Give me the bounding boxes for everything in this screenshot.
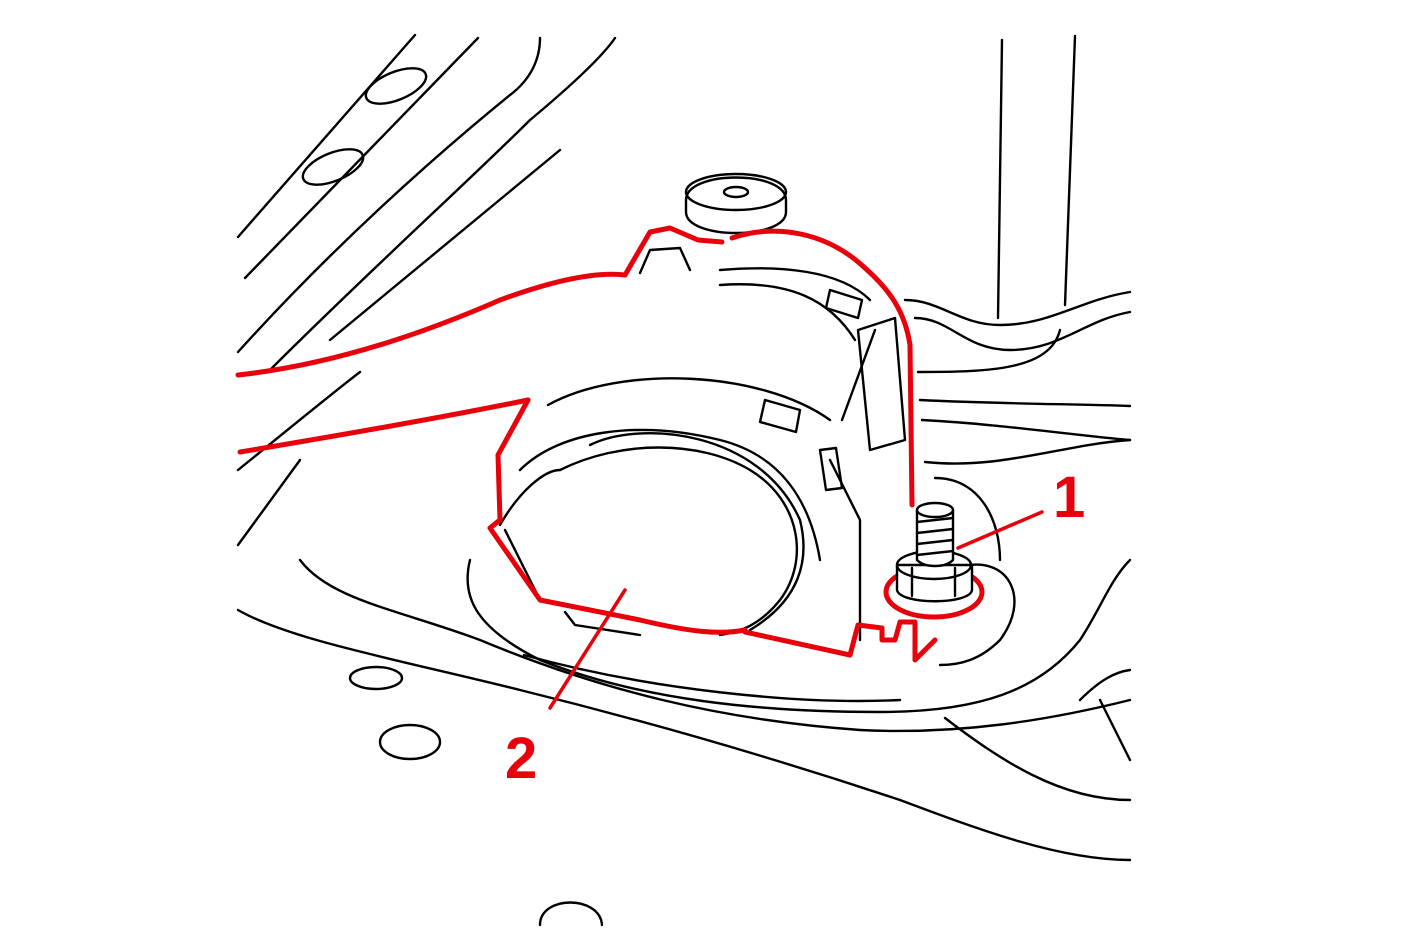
stabilizer-bolt-nut: [883, 501, 985, 620]
callout-1: 1: [956, 465, 1085, 550]
vehicle-frame-lines: [236, 33, 1132, 927]
stabilizer-shaft-bushing-outline: [235, 225, 938, 663]
callout-1-label: 1: [1053, 465, 1085, 530]
callout-2: 2: [505, 588, 627, 791]
callout-1-leader: [956, 510, 1044, 550]
callout-2-leader: [548, 588, 627, 710]
callout-2-label: 2: [505, 726, 537, 791]
bracket-details: [498, 246, 907, 642]
